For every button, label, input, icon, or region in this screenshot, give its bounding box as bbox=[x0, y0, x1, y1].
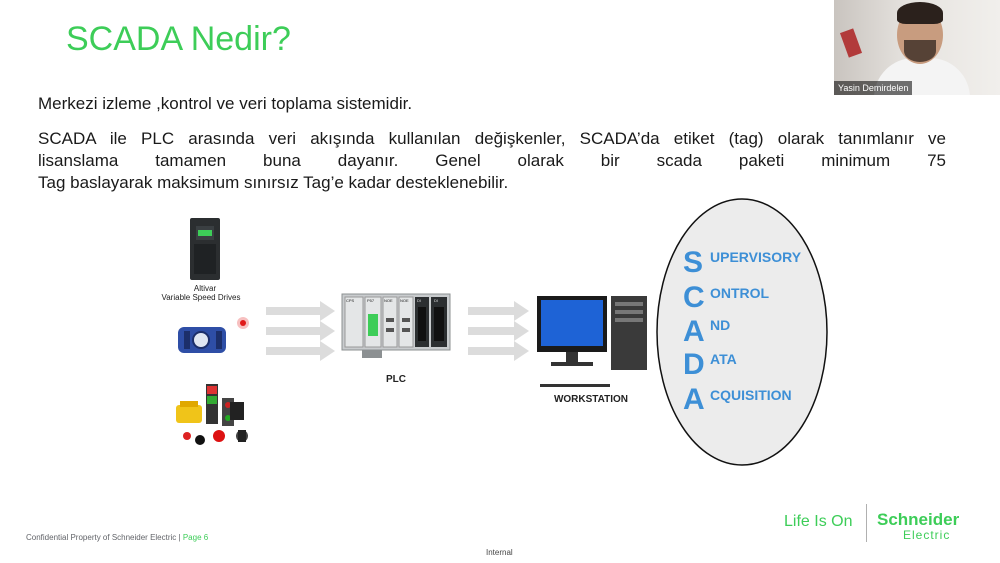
plc-module-label: NOE bbox=[384, 298, 393, 303]
participant-name-label: Yasin Demirdelen bbox=[834, 81, 913, 95]
scada-letter: A bbox=[683, 315, 705, 348]
schneider-logo-name: Schneider bbox=[877, 510, 960, 529]
drive-label-line1: Altivar bbox=[194, 284, 217, 293]
pushbuttons-image bbox=[176, 384, 248, 445]
altivar-drive-image bbox=[190, 218, 220, 280]
sensor-device-image bbox=[178, 327, 226, 353]
presenter-beard bbox=[904, 40, 936, 62]
laser-pointer-dot bbox=[237, 317, 249, 329]
schneider-logo-sub: Electric bbox=[903, 528, 951, 542]
body-line: lisanslama tamamen buna dayanır. Genel o… bbox=[38, 151, 946, 170]
presenter-hair bbox=[897, 2, 943, 24]
workstation-label: WORKSTATION bbox=[554, 394, 628, 405]
plc-rack-image bbox=[341, 293, 451, 358]
body-line: SCADA ile PLC arasında veri akışında kul… bbox=[38, 129, 946, 148]
workstation-image bbox=[537, 296, 647, 387]
plc-module-label: NOE bbox=[400, 298, 409, 303]
body-paragraph: SCADA ile PLC arasında veri akışında kul… bbox=[38, 128, 946, 194]
scada-word: CQUISITION bbox=[710, 387, 792, 403]
page-number: Page 6 bbox=[182, 533, 209, 542]
plc-module-label: DI bbox=[417, 298, 421, 303]
scada-acronym-ellipse bbox=[656, 198, 828, 466]
life-is-on-logo: Life Is On bbox=[784, 513, 853, 530]
plc-module-label: DI bbox=[434, 298, 438, 303]
scada-letter: C bbox=[683, 281, 705, 314]
scada-word: ONTROL bbox=[710, 285, 770, 301]
webcam-thumbnail[interactable]: Yasin Demirdelen bbox=[834, 0, 1000, 95]
arrows-to-plc bbox=[266, 301, 335, 361]
body-line: Tag baslayarak maksimum sınırsız Tag’e k… bbox=[38, 173, 509, 192]
scada-word: UPERVISORY bbox=[710, 249, 802, 265]
scada-letter: D bbox=[683, 348, 705, 381]
scada-word: ND bbox=[710, 317, 730, 333]
drive-label-line2: Variable Speed Drives bbox=[161, 293, 240, 302]
intro-paragraph: Merkezi izleme ,kontrol ve veri toplama … bbox=[38, 94, 413, 113]
plc-module-label: P57 bbox=[367, 298, 375, 303]
plc-label: PLC bbox=[386, 374, 406, 385]
confidential-text: Confidential Property of Schneider Elect… bbox=[26, 533, 181, 542]
scada-word: ATA bbox=[710, 351, 737, 367]
slide-title: SCADA Nedir? bbox=[66, 20, 291, 58]
footer-confidential: Confidential Property of Schneider Elect… bbox=[26, 533, 208, 542]
arrows-to-workstation bbox=[468, 301, 529, 361]
classification-label: Internal bbox=[486, 548, 513, 557]
plc-module-label: CPS bbox=[346, 298, 355, 303]
scada-letter: S bbox=[683, 246, 703, 279]
scada-letter: A bbox=[683, 383, 705, 416]
logo-divider bbox=[866, 504, 867, 542]
scada-acronym: S UPERVISORY C ONTROL A ND D ATA A CQUIS… bbox=[683, 246, 802, 416]
